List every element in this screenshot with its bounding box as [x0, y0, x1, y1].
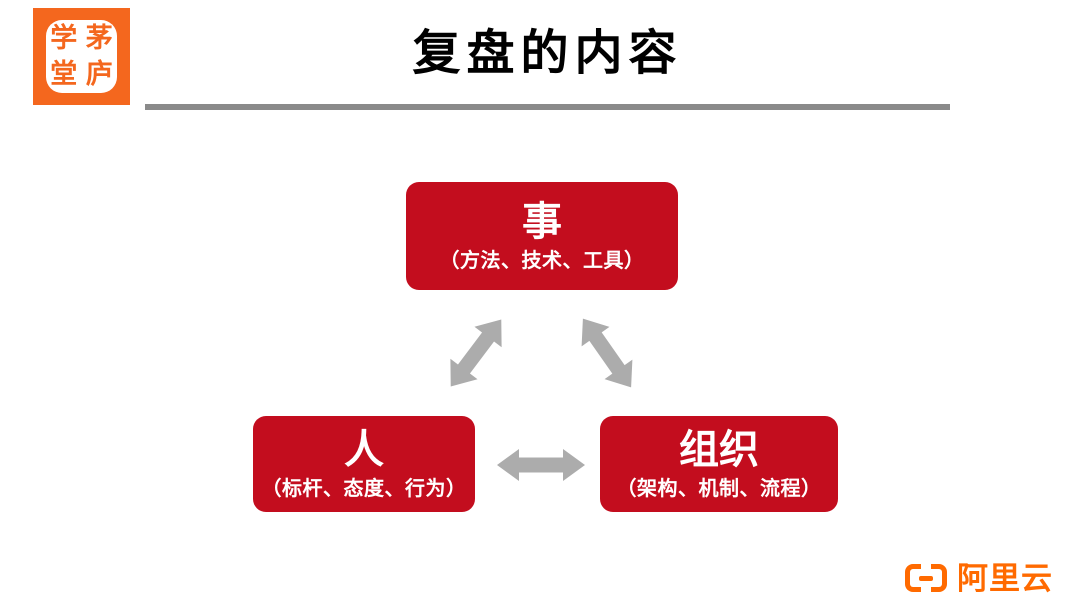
- bracket-right: [931, 564, 947, 592]
- node-organization-subtitle: （架构、机制、流程）: [616, 477, 822, 500]
- alicloud-wordmark: 阿里云: [957, 560, 1053, 596]
- bracket-left: [905, 564, 921, 592]
- page-title: 复盘的内容: [412, 27, 683, 80]
- arrow-things-org: [581, 318, 633, 388]
- alicloud-brackets-icon: [905, 564, 947, 592]
- seal-stamp-icon: 学 茅 堂 庐: [46, 20, 117, 93]
- node-organization: 组织 （架构、机制、流程）: [600, 416, 838, 512]
- bracket-dash: [919, 575, 933, 581]
- seal-char: 堂: [50, 59, 78, 91]
- node-people-subtitle: （标杆、态度、行为）: [261, 477, 467, 500]
- node-people: 人 （标杆、态度、行为）: [253, 416, 475, 512]
- node-organization-title: 组织: [679, 427, 759, 472]
- title-underline: [145, 104, 950, 110]
- node-things-subtitle: （方法、技术、工具）: [439, 249, 645, 272]
- arrow-people-org: [497, 449, 585, 481]
- seal-char: 学: [50, 22, 78, 54]
- node-things: 事 （方法、技术、工具）: [406, 182, 678, 290]
- alicloud-logo: 阿里云: [905, 562, 1053, 594]
- arrow-people-things: [450, 319, 502, 387]
- node-things-title: 事: [522, 199, 562, 244]
- maolu-xuetang-logo: 学 茅 堂 庐: [33, 8, 130, 105]
- seal-char: 庐: [85, 59, 113, 91]
- seal-char: 茅: [85, 22, 113, 54]
- node-people-title: 人: [344, 427, 384, 472]
